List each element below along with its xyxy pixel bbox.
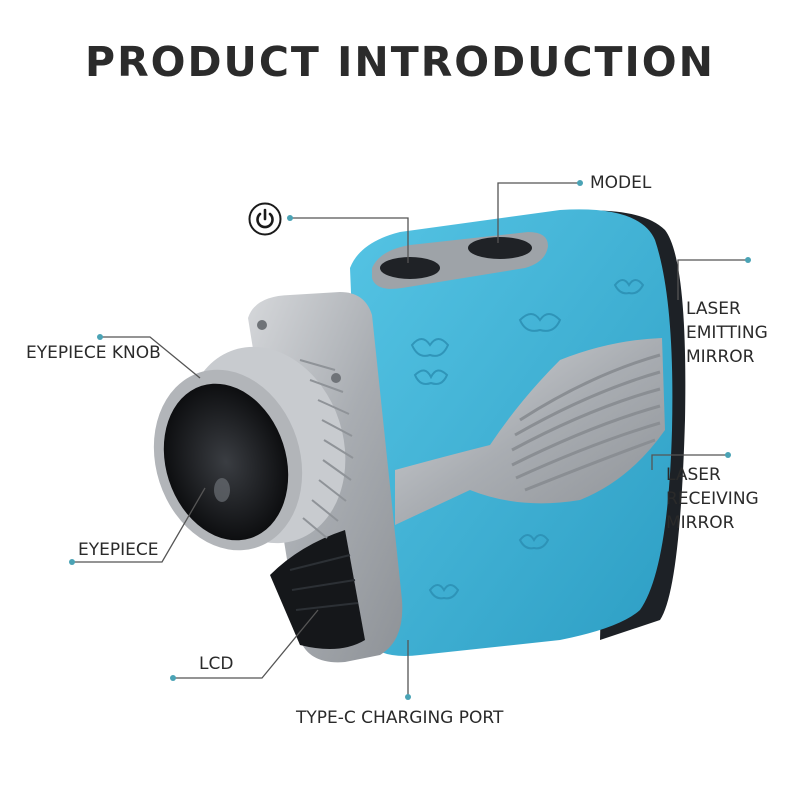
knob-knurling	[299, 359, 354, 539]
label-line: MIRROR	[686, 347, 755, 367]
model-label: MODEL	[590, 173, 652, 193]
power-button	[380, 257, 440, 279]
label-line: EMITTING	[686, 323, 768, 343]
laser-emitting-mirror-label: LASER EMITTING MIRROR	[686, 297, 768, 369]
eyepiece-lens	[163, 383, 289, 541]
laser-receiving-mirror-label: LASER RECEIVING MIRROR	[666, 463, 759, 535]
label-line: LASER	[686, 299, 741, 319]
eyepiece-knob-label: EYEPIECE KNOB	[26, 343, 161, 363]
power-icon	[248, 202, 282, 236]
lens-highlight	[214, 478, 230, 502]
page-title: PRODUCT INTRODUCTION	[85, 38, 715, 86]
type-c-charging-port-label: TYPE-C CHARGING PORT	[296, 708, 504, 728]
leader-dots	[69, 180, 751, 700]
model-button	[468, 237, 532, 259]
lcd-window	[270, 530, 365, 649]
label-line: MIRROR	[666, 513, 735, 533]
lcd-label: LCD	[199, 654, 234, 674]
embossed-pattern	[410, 279, 645, 600]
label-line: LASER	[666, 465, 721, 485]
lcd-stripes	[289, 554, 359, 611]
leader-lines	[72, 182, 748, 697]
grip-band	[395, 338, 665, 525]
grip-ridges	[511, 353, 661, 492]
eyepiece-label: EYEPIECE	[78, 540, 159, 560]
frame-screw	[331, 373, 341, 383]
frame-screw	[257, 320, 267, 330]
label-line: RECEIVING	[666, 489, 759, 509]
